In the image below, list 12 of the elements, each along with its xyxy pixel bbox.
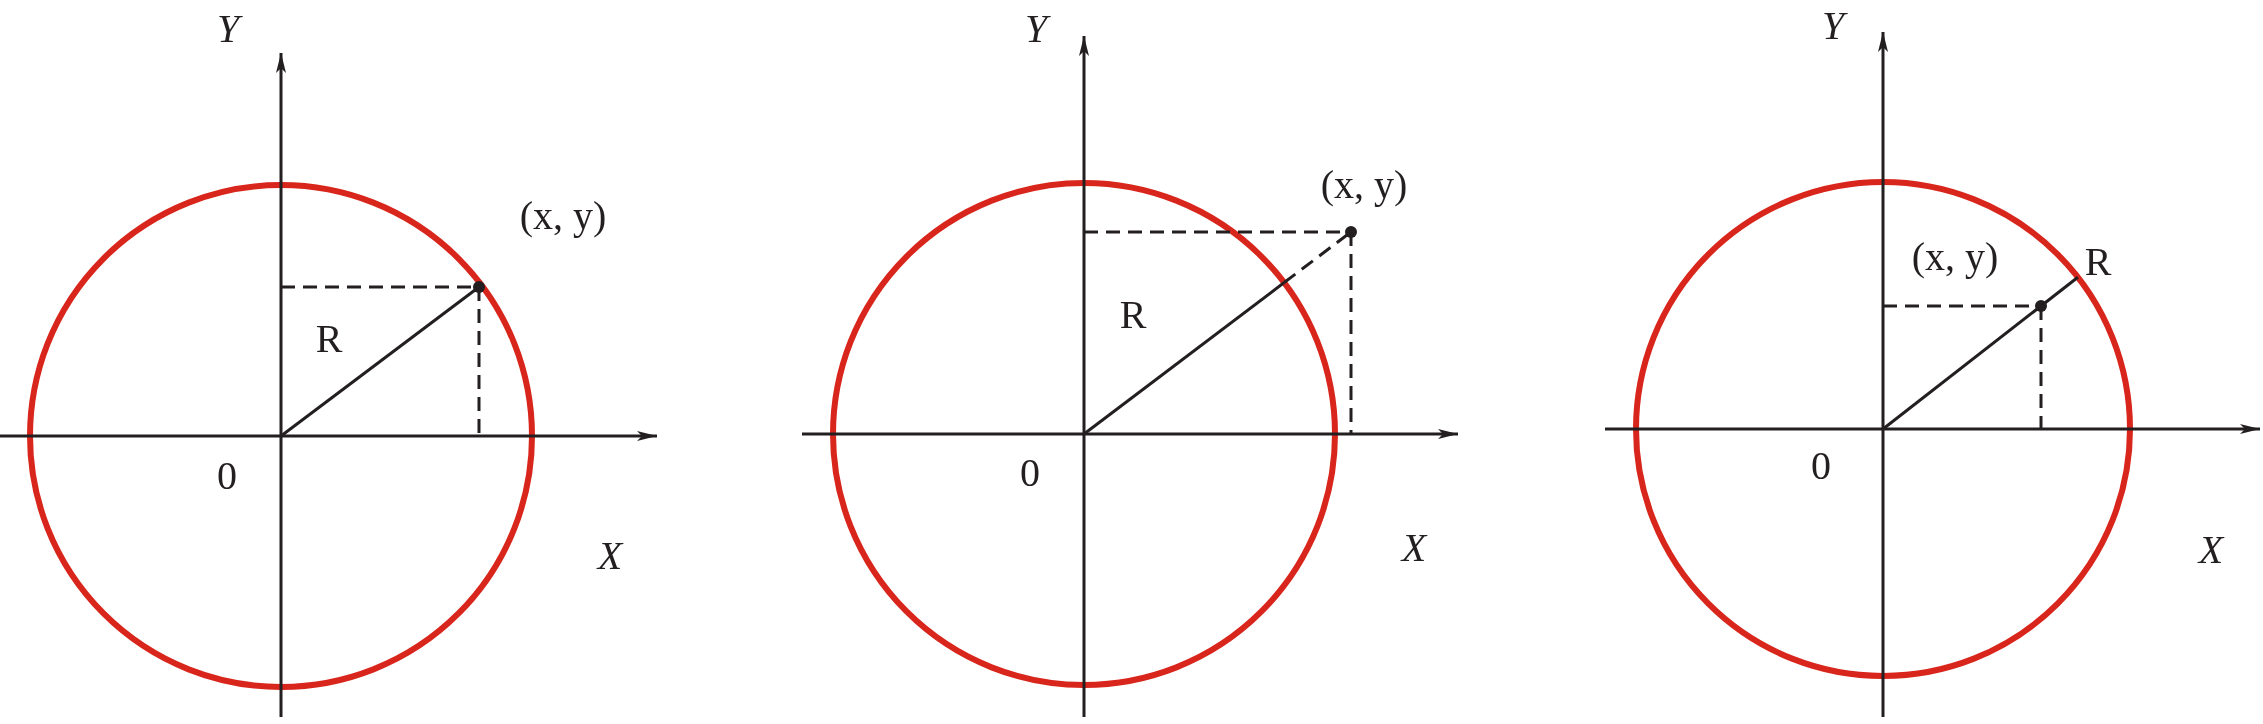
radius-label: R (1119, 295, 1147, 335)
radius-label: R (2084, 242, 2112, 282)
radius-label: R (315, 319, 343, 359)
point-label: (x, y) (1320, 165, 1408, 205)
point-label: (x, y) (1911, 237, 1999, 277)
origin-label: 0 (1811, 446, 1831, 486)
axis-label: X (1401, 528, 1427, 568)
axis-label: X (597, 536, 623, 576)
point-label: (x, y) (519, 196, 607, 236)
axis-label: X (2198, 530, 2224, 570)
origin-label: 0 (1020, 453, 1040, 493)
origin-label: 0 (217, 456, 237, 496)
